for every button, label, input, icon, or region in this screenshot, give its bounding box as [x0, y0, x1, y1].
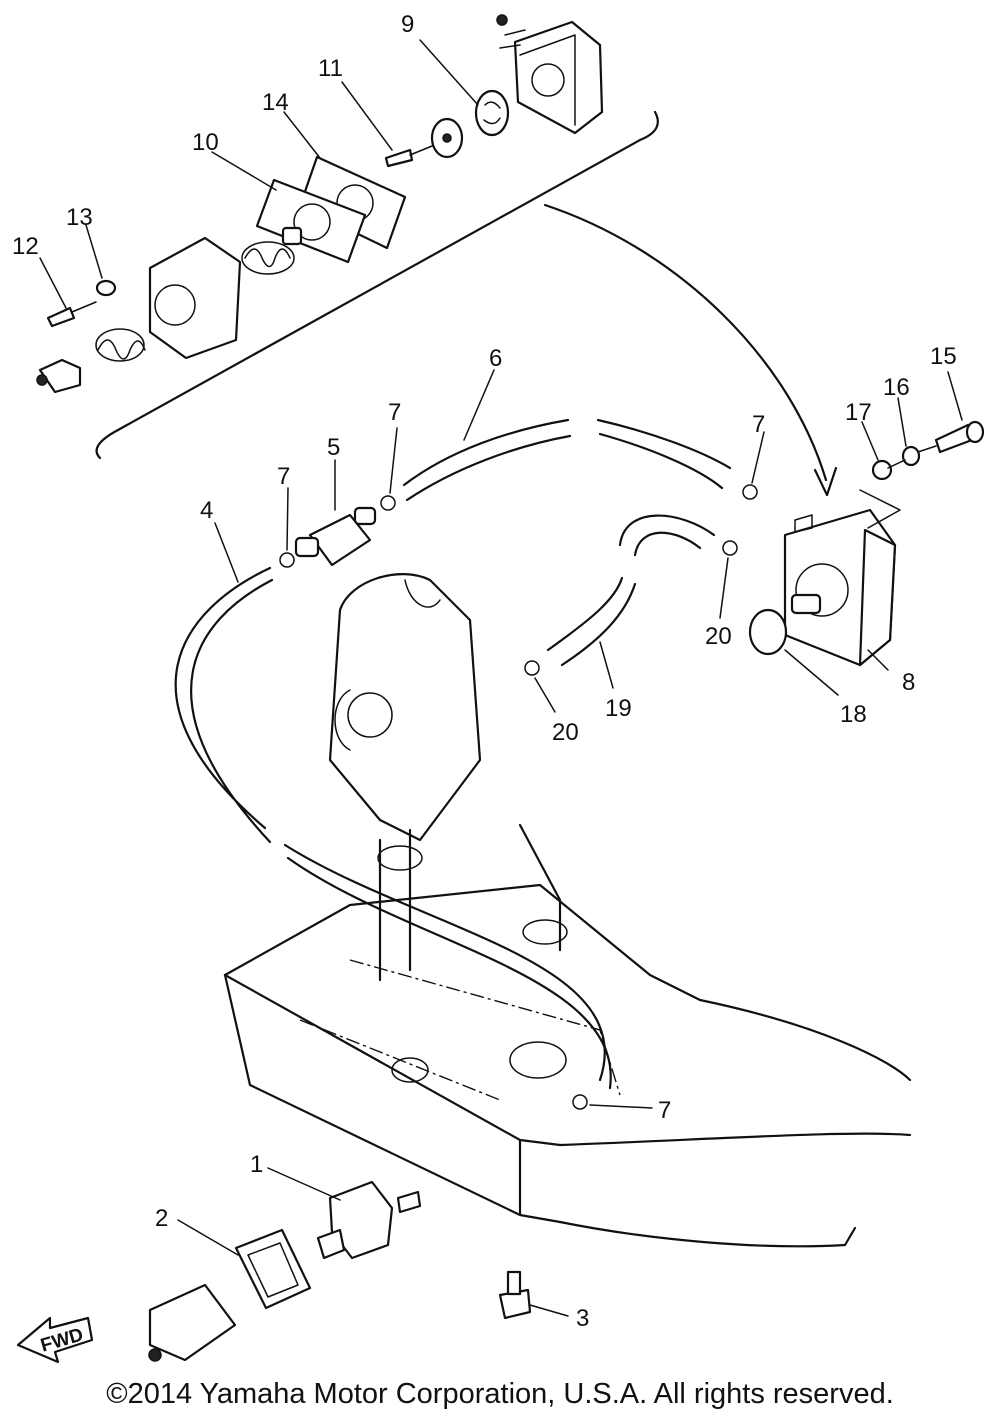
- callout-17: 17: [845, 399, 872, 426]
- callout-11: 11: [318, 55, 343, 82]
- clip-7a: [279, 552, 295, 568]
- callout-7-right: 7: [752, 411, 765, 438]
- gasket-2: [234, 1228, 312, 1310]
- callout-1: 1: [250, 1151, 263, 1178]
- fwd-arrow: FWD: [16, 1316, 94, 1364]
- callout-13: 13: [66, 204, 93, 231]
- o-ring-18: [748, 608, 788, 656]
- callout-7-upper: 7: [388, 399, 401, 426]
- callout-7-left: 7: [277, 463, 290, 490]
- washer-17: [871, 459, 893, 481]
- callout-9: 9: [401, 11, 414, 38]
- hose-19-top: [618, 514, 716, 557]
- clip-7c: [742, 484, 758, 500]
- washer-13: [95, 279, 117, 297]
- clip-7d: [572, 1094, 588, 1110]
- check-valve-disc: [430, 117, 464, 159]
- callout-8: 8: [902, 669, 915, 696]
- callout-2: 2: [155, 1205, 168, 1232]
- leader-lines: [39, 39, 963, 1317]
- pump-cover-inset: [496, 14, 604, 135]
- hose-6b: [596, 418, 732, 490]
- drain-screw-3: [498, 1270, 532, 1320]
- bottom-cowling: [223, 883, 912, 1248]
- clip-20a: [722, 540, 738, 556]
- diaphragm-valve: [474, 89, 510, 137]
- pump-body-inset: [148, 236, 242, 360]
- spring-upper: [241, 241, 295, 275]
- callout-18: 18: [840, 701, 867, 728]
- callout-12: 12: [12, 233, 39, 260]
- spring-lower: [95, 328, 146, 362]
- callout-19: 19: [605, 695, 632, 722]
- callout-16: 16: [883, 374, 910, 401]
- detail-arrow: [543, 203, 828, 482]
- callout-4: 4: [200, 497, 213, 524]
- fuel-filter: [294, 506, 377, 567]
- mounting-bracket: [377, 823, 568, 982]
- callout-14: 14: [262, 89, 289, 116]
- callout-5: 5: [327, 434, 340, 461]
- callout-20-right: 20: [705, 623, 732, 650]
- callout-labels: 9 11 14 10 13 12 6 7 5 7 4 7 15 16 17 20…: [12, 11, 957, 1332]
- screw-12: [46, 301, 97, 328]
- carburetor: [328, 573, 482, 842]
- callout-6: 6: [489, 345, 502, 372]
- clip-20b: [524, 660, 540, 676]
- clip-7b: [380, 495, 396, 511]
- callout-7-lower: 7: [658, 1097, 671, 1124]
- fuel-joint: [316, 1180, 422, 1260]
- hose-19: [546, 576, 637, 667]
- diaphragm-10: [255, 178, 367, 264]
- hose-4-lower: [283, 843, 612, 1090]
- fuel-pump-assembly: [783, 489, 901, 667]
- valve-plunger: [36, 358, 82, 394]
- hose-6a: [402, 418, 572, 502]
- callout-10: 10: [192, 129, 219, 156]
- callout-3: 3: [576, 1305, 589, 1332]
- bolt-15: [934, 420, 985, 454]
- hose-4-upper: [174, 566, 274, 844]
- callout-20-left: 20: [552, 719, 579, 746]
- washer-16: [901, 445, 921, 467]
- screw-11: [384, 145, 433, 168]
- inset-frame: [95, 110, 659, 460]
- copyright-notice: ©2014 Yamaha Motor Corporation, U.S.A. A…: [106, 1378, 894, 1410]
- fuel-connector: [148, 1283, 237, 1362]
- callout-15: 15: [930, 343, 957, 370]
